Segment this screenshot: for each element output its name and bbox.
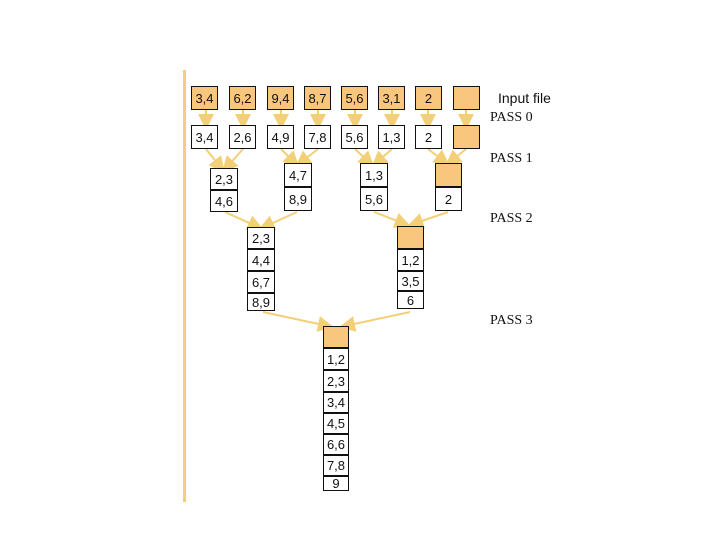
pass2-run-0-page-0: 2,3: [247, 227, 275, 249]
input-page-5: 3,1: [378, 86, 405, 110]
left-divider-line: [183, 70, 186, 502]
input-page-0: 3,4: [191, 86, 218, 110]
pass3-run-page-2: 2,3: [323, 370, 349, 392]
arrow-p0-3: [295, 148, 319, 167]
pass2-run-0-page-1: 4,4: [247, 249, 275, 271]
input-page-7: [453, 86, 480, 110]
arrow-p1-2: [373, 211, 411, 228]
pass3-run-page-4: 4,5: [323, 413, 349, 434]
pass0-label: PASS 0: [490, 110, 533, 125]
pass0-run-5: 1,3: [378, 125, 405, 149]
arrow-p0-1: [221, 148, 244, 173]
pass1-run-0-page-1: 4,6: [210, 190, 238, 212]
pass2-run-1-page-3: 6: [397, 291, 424, 309]
pass1-run-3-page-0: [435, 163, 462, 187]
pass2-run-1-page-0: [397, 226, 424, 249]
arrow-p2-1: [339, 311, 411, 332]
pass1-run-2-page-0: 1,3: [360, 163, 388, 187]
input-file-label: Input file: [498, 90, 551, 106]
pass3-run-page-6: 7,8: [323, 455, 349, 476]
arrow-p0-0: [205, 148, 225, 173]
pass2-run-0-page-2: 6,7: [247, 271, 275, 293]
pass1-label: PASS 1: [490, 151, 533, 166]
pass0-run-0: 3,4: [191, 125, 218, 149]
pass3-run-page-1: 1,2: [323, 348, 349, 370]
pass2-label: PASS 2: [490, 211, 533, 226]
pass0-run-6: 2: [415, 125, 442, 149]
pass1-run-3-page-1: 2: [435, 187, 462, 211]
input-page-3: 8,7: [304, 86, 331, 110]
pass0-run-1: 2,6: [229, 125, 256, 149]
pass1-run-1-page-0: 4,7: [284, 163, 312, 187]
arrow-p0-4: [354, 148, 375, 168]
arrow-p1-1: [258, 211, 298, 231]
arrow-p0-6: [427, 148, 450, 166]
arrow-p1-0: [224, 211, 264, 231]
pass1-run-1-page-1: 8,9: [284, 187, 312, 211]
arrow-p0-5: [371, 148, 393, 167]
arrow-p0-7: [445, 148, 467, 166]
pass0-run-7: [453, 125, 480, 149]
pass0-run-3: 7,8: [304, 125, 331, 149]
arrow-p2-0: [262, 311, 334, 332]
pass3-run-page-7: 9: [323, 476, 349, 491]
pass0-run-4: 5,6: [341, 125, 368, 149]
pass3-label: PASS 3: [490, 313, 533, 328]
arrow-p0-2: [280, 148, 300, 168]
input-page-4: 5,6: [341, 86, 368, 110]
pass3-run-page-3: 3,4: [323, 392, 349, 413]
input-page-2: 9,4: [267, 86, 294, 110]
pass3-run-page-5: 6,6: [323, 434, 349, 455]
pass2-run-1-page-2: 3,5: [397, 271, 424, 291]
pass2-run-1-page-1: 1,2: [397, 249, 424, 271]
input-page-6: 2: [415, 86, 442, 110]
pass0-run-2: 4,9: [267, 125, 294, 149]
pass1-run-2-page-1: 5,6: [360, 187, 388, 211]
input-page-1: 6,2: [229, 86, 256, 110]
pass1-run-0-page-0: 2,3: [210, 168, 238, 190]
pass3-run-page-0: [323, 326, 349, 348]
pass2-run-0-page-3: 8,9: [247, 293, 275, 311]
arrow-p1-3: [407, 211, 449, 229]
